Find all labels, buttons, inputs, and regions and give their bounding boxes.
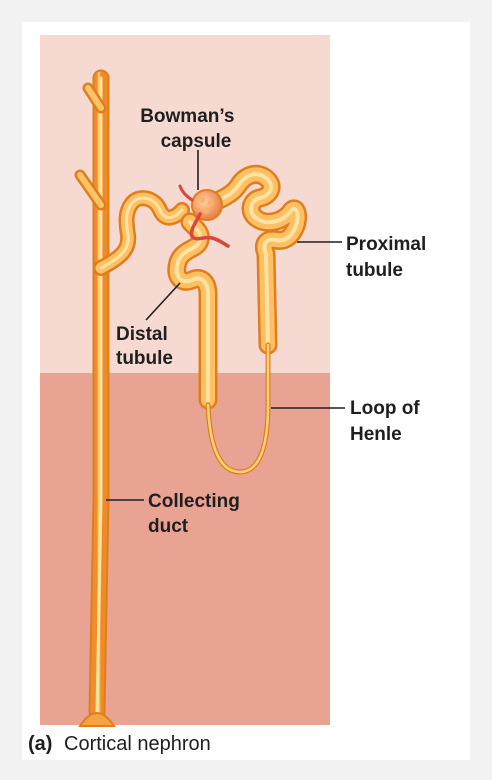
label-distal-line2: tubule — [116, 348, 173, 369]
caption-text: Cortical nephron — [64, 733, 211, 755]
label-collecting-line2: duct — [148, 516, 189, 537]
label-bowmans-line2: capsule — [161, 131, 232, 152]
bowmans-capsule — [191, 189, 223, 221]
loop-of-henle — [205, 342, 271, 475]
figure-caption: (a) Cortical nephron — [28, 733, 211, 755]
figure-frame: Bowman’s capsule Proximal tubule Distal … — [22, 22, 470, 760]
label-proximal-line2: tubule — [346, 260, 403, 281]
label-distal-line1: Distal — [116, 324, 168, 345]
label-proximal-tubule: Proximal tubule — [346, 234, 432, 281]
label-bowmans-capsule: Bowman’s capsule — [140, 106, 240, 152]
label-loop-of-henle: Loop of Henle — [350, 398, 425, 445]
leader-lines — [106, 150, 345, 501]
proximal-tubule — [197, 164, 308, 355]
label-proximal-line1: Proximal — [346, 234, 426, 255]
label-collecting-duct: Collecting duct — [148, 491, 245, 537]
medulla-region — [40, 373, 330, 725]
caption-tag: (a) — [28, 733, 52, 755]
connecting-tubule — [93, 190, 190, 276]
label-distal-tubule: Distal tubule — [116, 324, 173, 369]
label-collecting-line1: Collecting — [148, 491, 240, 512]
leader-distal — [145, 282, 181, 321]
label-henle-line1: Loop of — [350, 398, 420, 419]
label-bowmans-line1: Bowman’s — [140, 106, 234, 127]
nephron-diagram: Bowman’s capsule Proximal tubule Distal … — [28, 35, 432, 755]
collecting-duct — [74, 69, 116, 727]
arterioles — [178, 184, 230, 248]
distal-tubule — [167, 212, 218, 410]
label-henle-line2: Henle — [350, 424, 402, 445]
